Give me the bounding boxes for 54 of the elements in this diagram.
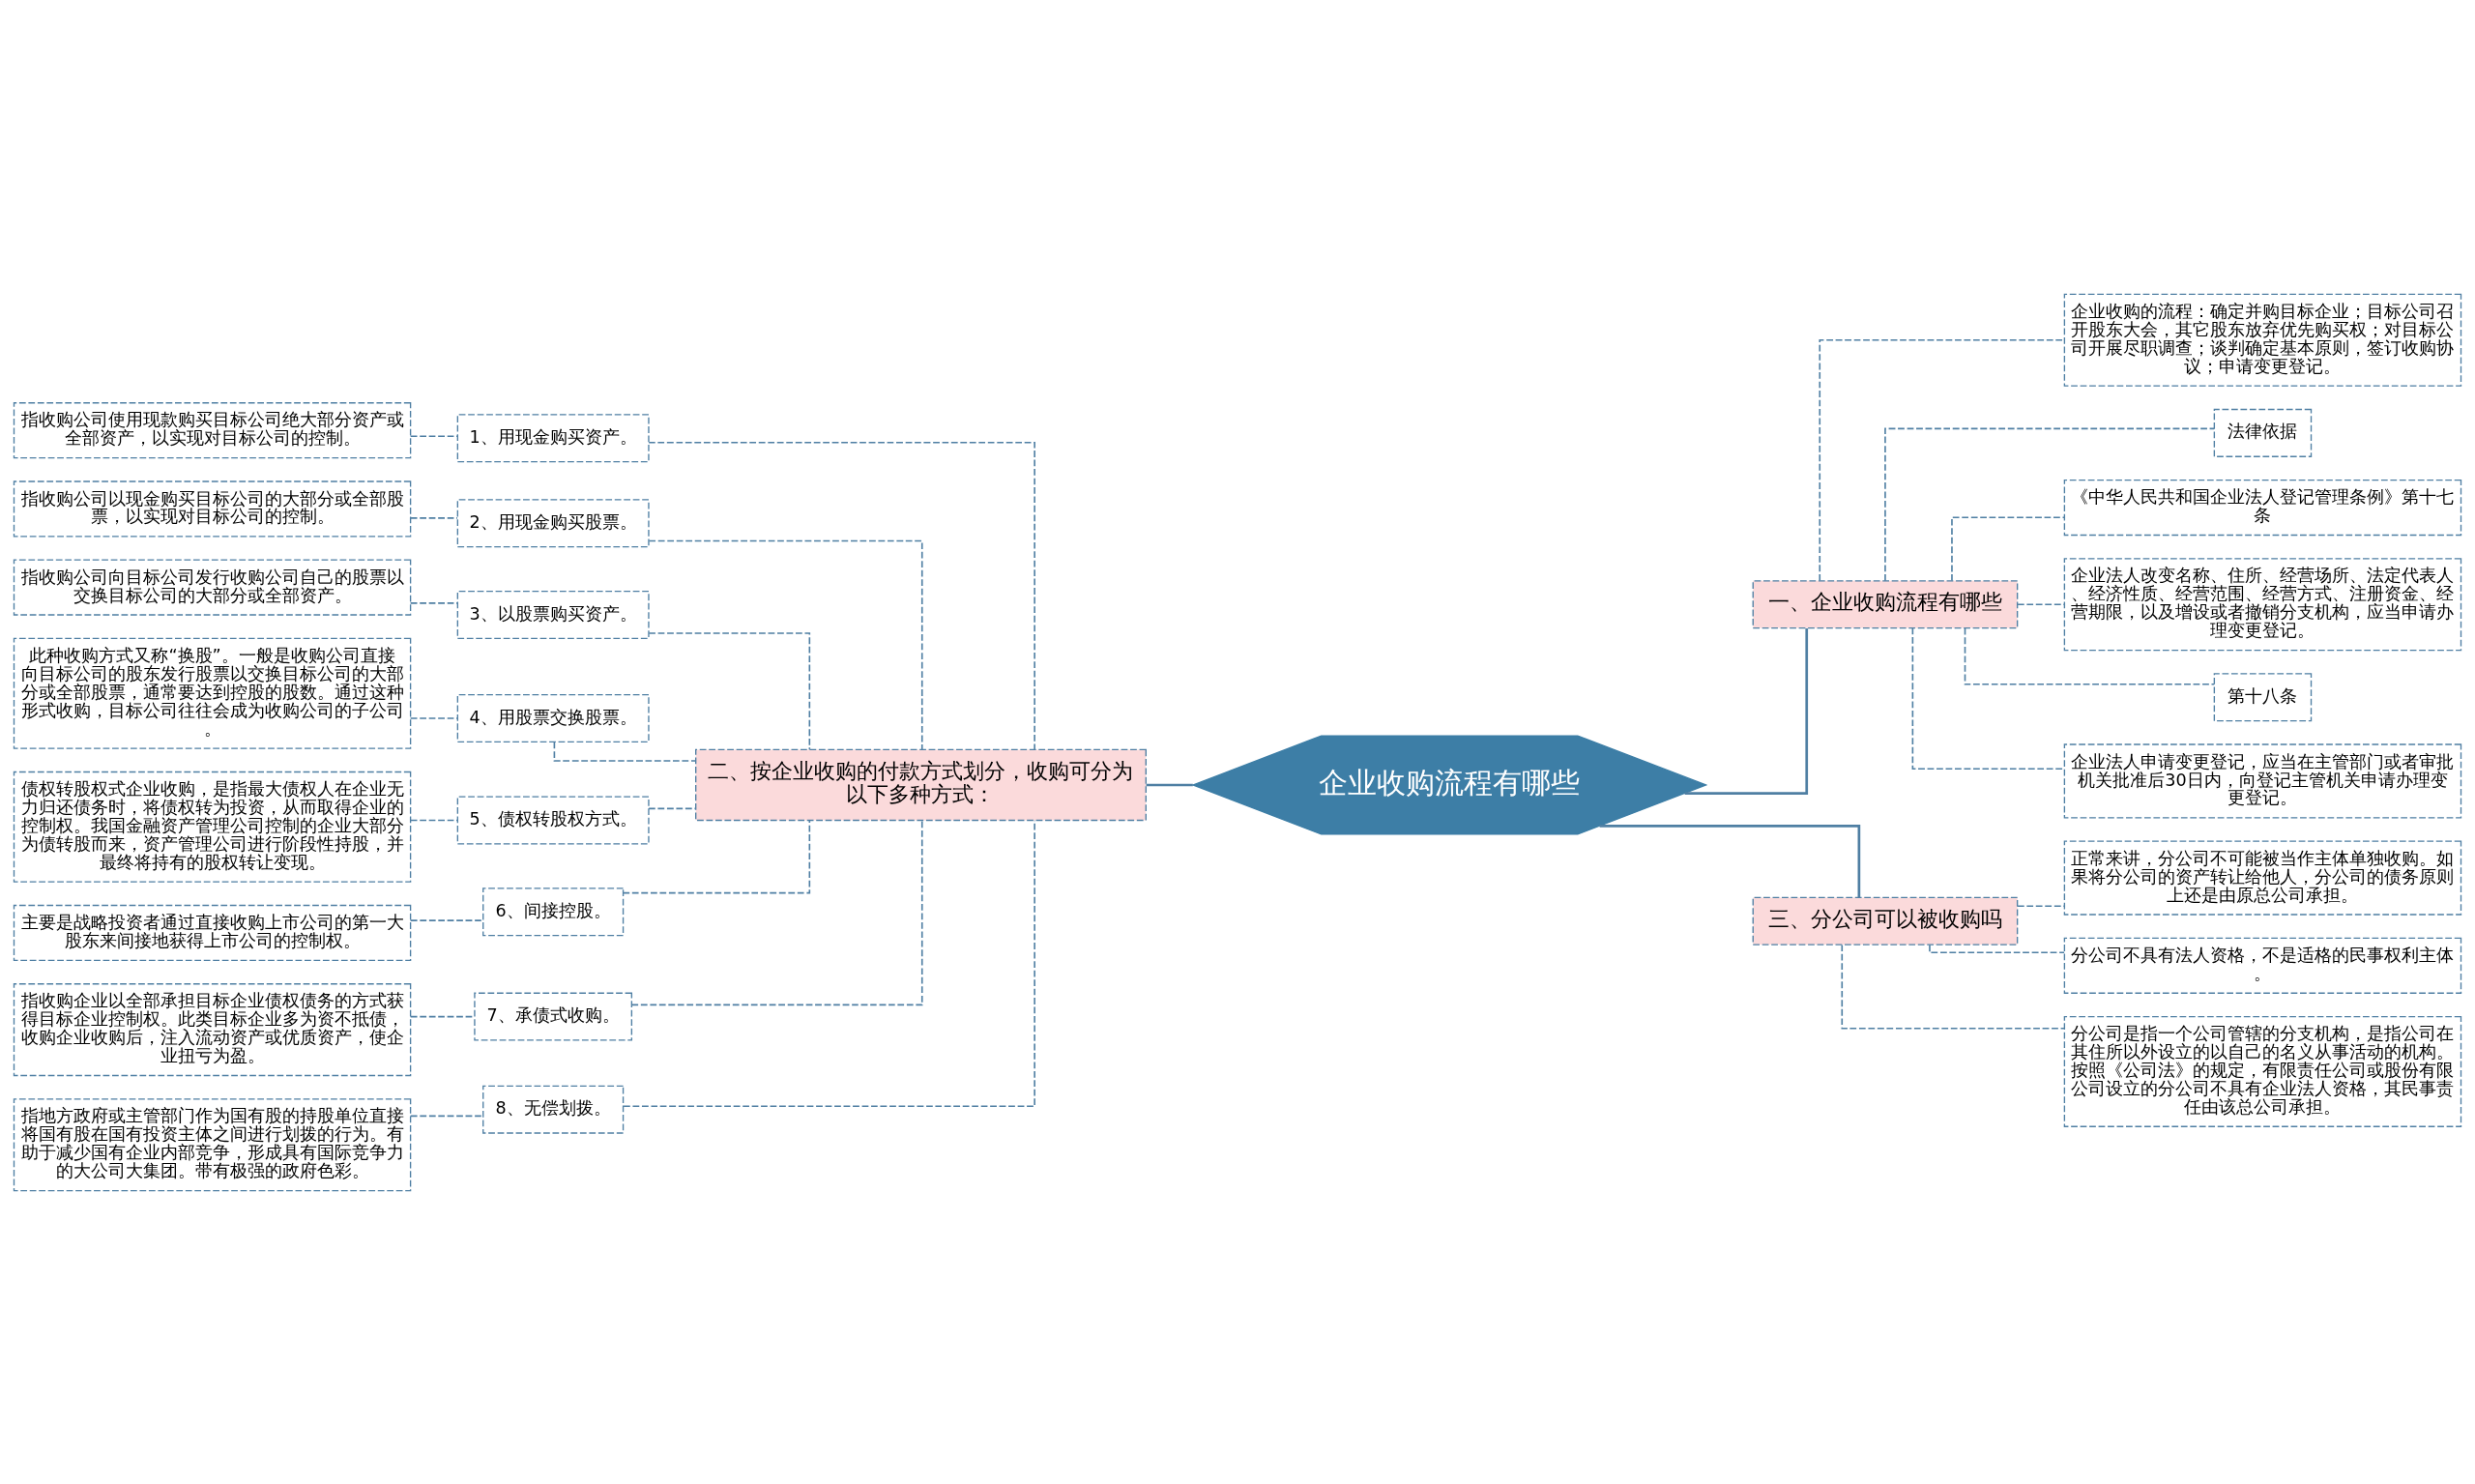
node-box: 此种收购方式又称“换股”。一般是收购公司直接向目标公司的股东发行股票以交换目标公司的大部分或全部股票，通常要达到控股的股数。通过这种形式收购，目标公司往往会成为收购公司的子公司。	[13, 637, 412, 749]
node-box: 1、用现金购买资产。	[456, 413, 650, 462]
node-box: 债权转股权式企业收购，是指最大债权人在企业无力归还债务时，将债权转为投资，从而取得企业的控制权。我国金融资产管理公司控制的企业大部分为债转股而来，资产管理公司进行阶段性持股，并最终将持有的股权转让变现。	[13, 771, 412, 883]
node-box: 指收购企业以全部承担目标企业债权债务的方式获得目标企业控制权。此类目标企业多为资不抵债，收购企业收购后，注入流动资产或优质资产，使企业扭亏为盈。	[13, 982, 412, 1076]
node-box: 指收购公司使用现款购买目标公司绝大部分资产或全部资产，以实现对目标公司的控制。	[13, 401, 412, 458]
connector	[1951, 515, 2065, 581]
node-box: 分公司是指一个公司管辖的分支机构，是指公司在其住所以外设立的以自己的名义从事活动的机构。按照《公司法》的规定，有限责任公司或股份有限公司设立的分公司不具有企业法人资格，其民事责任由该总公司承担。	[2063, 1015, 2462, 1127]
connector	[2017, 602, 2065, 605]
connector	[409, 434, 458, 437]
node-box: 3、以股票购买资产。	[456, 590, 650, 639]
connector	[1964, 626, 2216, 685]
connector	[409, 716, 458, 719]
connector	[1819, 338, 2065, 581]
connector	[1599, 824, 1861, 897]
connector	[1841, 944, 2065, 1030]
node-box: 企业法人改变名称、住所、经营场所、法定代表人、经济性质、经营范围、经营方式、注册资金、经营期限，以及增设或者撤销分支机构，应当申请办理变更登记。	[2063, 557, 2462, 651]
connector	[648, 807, 697, 809]
node-box: 6、间接控股。	[482, 887, 625, 936]
node-box: 第十八条	[2213, 672, 2313, 721]
connector	[648, 539, 923, 750]
connector	[2017, 904, 2065, 907]
connector	[622, 819, 811, 893]
node-box: 8、无偿划拨。	[482, 1085, 625, 1134]
node-box: 三、分公司可以被收购吗	[1752, 896, 2019, 946]
connector	[409, 516, 458, 519]
node-box: 指地方政府或主管部门作为国有股的持股单位直接将国有股在国有投资主体之间进行划拨的行为。有助于减少国有企业内部竞争，形成具有国际竞争力的大公司大集团。带有极强的政府色彩。	[13, 1097, 412, 1191]
node-box: 指收购公司以现金购买目标公司的大部分或全部股票，以实现对目标公司的控制。	[13, 480, 412, 537]
node-box: 4、用股票交换股票。	[456, 693, 650, 742]
node-box: 7、承债式收购。	[474, 992, 633, 1041]
node-box: 《中华人民共和国企业法人登记管理条例》第十七条	[2063, 479, 2462, 536]
connector	[648, 441, 1035, 750]
node-box: 5、债权转股权方式。	[456, 796, 650, 845]
connector	[1929, 944, 2065, 953]
connector	[1911, 626, 2065, 770]
node-box: 企业法人申请变更登记，应当在主管部门或者审批机关批准后30日内，向登记主管机关申请办理变更登记。	[2063, 742, 2462, 818]
connector	[1146, 783, 1193, 786]
node-box: 一、企业收购流程有哪些	[1752, 579, 2019, 628]
connector	[1684, 627, 1809, 795]
node-box: 正常来讲，分公司不可能被当作主体单独收购。如果将分公司的资产转让给他人，分公司的债务原则上还是由原总公司承担。	[2063, 840, 2462, 916]
node-box: 主要是战略投资者通过直接收购上市公司的第一大股东来间接地获得上市公司的控制权。	[13, 904, 412, 961]
connector	[409, 819, 458, 821]
node-box: 指收购公司向目标公司发行收购公司自己的股票以交换目标公司的大部分或全部资产。	[13, 559, 412, 616]
node-box: 二、按企业收购的付款方式划分，收购可分为以下多种方式：	[695, 748, 1147, 821]
connector	[1884, 427, 2215, 581]
connector	[409, 918, 484, 921]
connector	[623, 819, 1035, 1107]
node-box: 法律依据	[2213, 408, 2313, 457]
connector	[648, 631, 811, 750]
node-box: 分公司不具有法人资格，不是适格的民事权利主体。	[2063, 937, 2462, 994]
node-box: 2、用现金购买股票。	[456, 498, 650, 547]
node-box: 企业收购的流程：确定并购目标企业；目标公司召开股东大会，其它股东放弃优先购买权；对目标公司开展尽职调查；谈判确定基本原则，签订收购协议；申请变更登记。	[2063, 293, 2462, 387]
connector	[409, 1115, 484, 1117]
connector	[630, 819, 923, 1005]
connector	[409, 601, 458, 604]
